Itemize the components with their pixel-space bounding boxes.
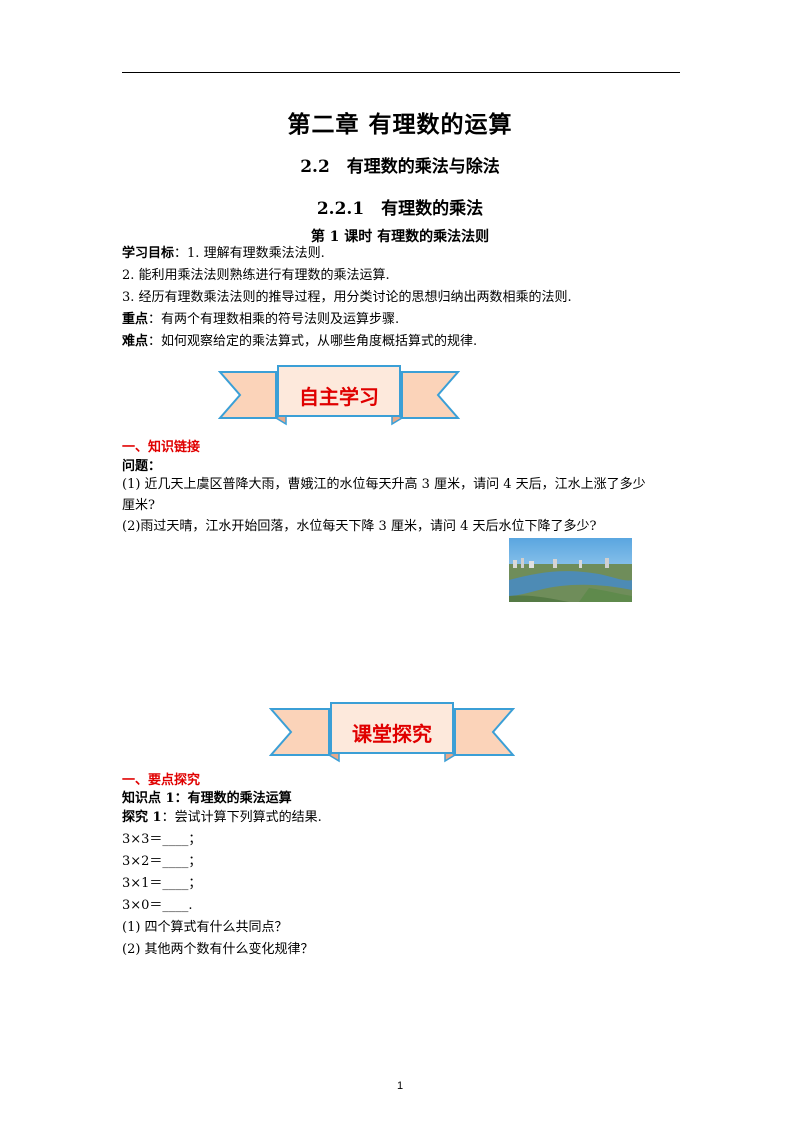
difficulty-label: 难点 [122,334,149,349]
chapter-title: 第二章 有理数的运算 [287,112,513,138]
objective-item-3: 3. 经历有理数乘法法则的推导过程，用分类讨论的思想归纳出两数相乘的法则. [122,290,572,305]
question-1-line-2: 厘米? [122,498,155,513]
question-2: (2)雨过天晴，江水开始回落，水位每天下降 3 厘米，请问 4 天后水位下降了多… [122,519,597,534]
question-label: 问题： [122,459,162,474]
expression-2: 3×2＝____； [122,854,202,869]
banner-class-explore: 课堂探究 [268,701,516,763]
expression-3: 3×1＝____； [122,876,202,891]
section-title: 2.2 有理数的乘法与除法 [300,157,500,177]
objective-item-1: 1. 理解有理数乘法法则. [187,246,325,261]
explore-text: 尝试计算下列算式的结果. [174,810,322,825]
ribbon-banner-icon [217,365,461,426]
subsection-title: 2.2.1 有理数的乘法 [316,199,484,219]
objectives-sep: ： [174,246,188,261]
objective-item-2: 2. 能利用乘法法则熟练进行有理数的乘法运算. [122,268,390,283]
river-landscape-photo [509,538,632,602]
ask-2: (2) 其他两个数有什么变化规律？ [122,942,314,957]
ask-1: (1) 四个算式有什么共同点？ [122,920,288,935]
section1-heading: 一、知识链接 [122,440,201,455]
objectives-label: 学习目标 [122,246,175,261]
header-rule [122,72,680,73]
objectives-line-1: 学习目标：1. 理解有理数乘法法则. [122,244,325,264]
ribbon-banner-icon [268,702,516,763]
page-number: 1 [396,1080,404,1092]
difficulty: 难点：如何观察给定的乘法算式，从哪些角度概括算式的规律. [122,332,477,352]
explore-label: 探究 1 [122,810,162,825]
difficulty-sep: ： [148,334,162,349]
lesson-title: 第 1 课时 有理数的乘法法则 [310,229,490,245]
key-point-sep: ： [148,312,162,327]
banner-self-study-text: 自主学习 [299,385,379,409]
knowledge-point-1: 知识点 1：有理数的乘法运算 [122,791,292,806]
difficulty-text: 如何观察给定的乘法算式，从哪些角度概括算式的规律. [161,334,478,349]
key-point-text: 有两个有理数相乘的符号法则及运算步骤. [161,312,400,327]
key-point-label: 重点 [122,312,149,327]
explore-1: 探究 1：尝试计算下列算式的结果. [122,808,322,828]
banner-self-study: 自主学习 [217,364,461,426]
key-point: 重点：有两个有理数相乘的符号法则及运算步骤. [122,310,399,330]
expression-4: 3×0＝____. [122,898,193,913]
expression-1: 3×3＝____； [122,832,202,847]
banner-class-explore-text: 课堂探究 [352,722,432,746]
river-landscape-image-icon [509,538,632,602]
section2-heading: 一、要点探究 [122,773,201,788]
question-1-line-1: (1) 近几天上虞区普降大雨，曹娥江的水位每天升高 3 厘米，请问 4 天后，江… [122,477,646,492]
explore-sep: ： [161,810,175,825]
